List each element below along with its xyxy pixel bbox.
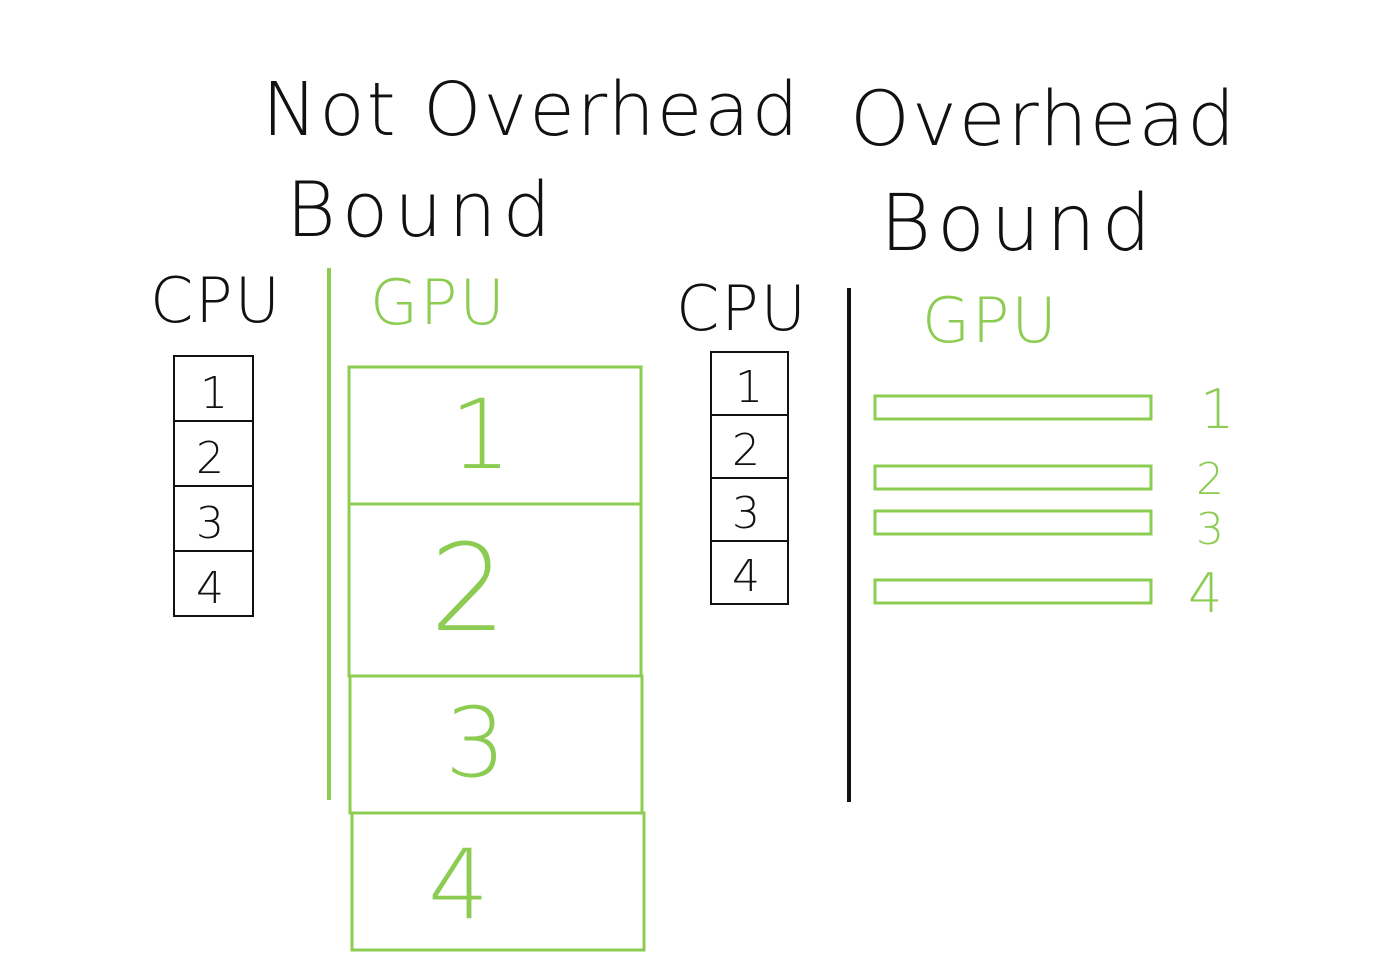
right-gpu-task-label: 3 (1196, 504, 1224, 555)
right-gpu-task-label: 2 (1196, 454, 1224, 505)
left-cpu-task-label: 4 (196, 563, 224, 614)
right-cpu-task-label: 4 (732, 551, 760, 602)
right-cpu-label: CPU (676, 272, 808, 345)
right-panel: Overhead Bound CPU GPU 1 2 3 4 1 2 3 4 (676, 74, 1237, 802)
right-cpu-task-box (710, 540, 789, 605)
left-cpu-label: CPU (150, 264, 282, 337)
left-title-line2: Bound (286, 165, 557, 254)
right-gpu-bars: 1 2 3 4 (873, 378, 1234, 625)
right-gpu-task-bar (873, 509, 1153, 536)
right-cpu-task-label: 1 (735, 362, 763, 413)
left-gpu-task-label: 4 (428, 829, 489, 941)
left-cpu-stack: 1 2 3 4 (173, 355, 254, 617)
left-cpu-task-box (173, 550, 254, 617)
right-gpu-task-bar (873, 464, 1153, 491)
right-gpu-task-label: 1 (1200, 378, 1234, 441)
right-gpu-label: GPU (922, 284, 1059, 357)
left-gpu-task-label: 1 (450, 379, 511, 491)
left-gpu-task-box (350, 811, 646, 952)
right-cpu-task-label: 3 (732, 488, 760, 539)
right-title-line1: Overhead (850, 74, 1237, 163)
left-panel: Not Overhead Bound CPU GPU 1 2 3 4 1 2 3… (150, 67, 801, 952)
left-gpu-task-label: 3 (445, 687, 506, 799)
left-cpu-task-label: 3 (196, 498, 224, 549)
right-gpu-task-bar (873, 394, 1153, 421)
left-gpu-stack: 1 2 3 4 (347, 365, 646, 952)
right-title-line2: Bound (880, 179, 1157, 269)
left-cpu-task-label: 2 (196, 433, 224, 484)
right-gpu-task-bar (873, 578, 1153, 605)
right-cpu-stack: 1 2 3 4 (710, 351, 789, 605)
right-gpu-task-label: 4 (1188, 562, 1222, 625)
left-gpu-task-label: 2 (430, 520, 506, 659)
left-title-line1: Not Overhead (262, 67, 801, 153)
left-cpu-task-label: 1 (200, 368, 228, 419)
right-cpu-task-label: 2 (732, 425, 760, 476)
left-gpu-label: GPU (370, 266, 507, 339)
